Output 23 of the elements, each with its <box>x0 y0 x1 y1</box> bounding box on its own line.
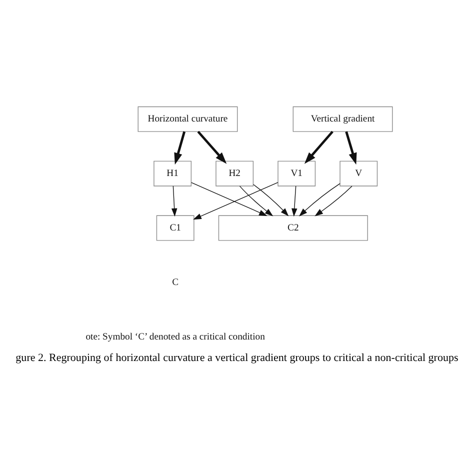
caption: gure 2. Regrouping of horizontal curvature a vertical gradient groups to critical a non-critical groups <box>16 352 458 364</box>
arrow <box>304 130 334 164</box>
node-box: V <box>340 160 378 186</box>
arrow <box>292 186 298 217</box>
node-box: Vertical gradient <box>292 106 393 132</box>
arrow <box>314 186 352 216</box>
node-box: Horizontal curvature <box>138 106 238 132</box>
arrow <box>197 130 227 164</box>
arrow <box>299 183 340 216</box>
arrow <box>193 182 278 220</box>
label: C <box>172 277 179 288</box>
node-box: C1 <box>156 215 194 241</box>
node-box: V1 <box>278 160 316 186</box>
node-box: C2 <box>218 215 368 241</box>
arrow <box>174 131 186 165</box>
arrow <box>239 186 274 216</box>
arrow <box>191 182 268 216</box>
arrow <box>345 131 357 165</box>
label: ote: Symbol ‘C’ denoted as a critical condition <box>86 331 265 342</box>
arrow <box>171 186 178 217</box>
node-box: H1 <box>154 160 192 186</box>
arrow <box>253 184 289 216</box>
node-box: H2 <box>216 160 254 186</box>
